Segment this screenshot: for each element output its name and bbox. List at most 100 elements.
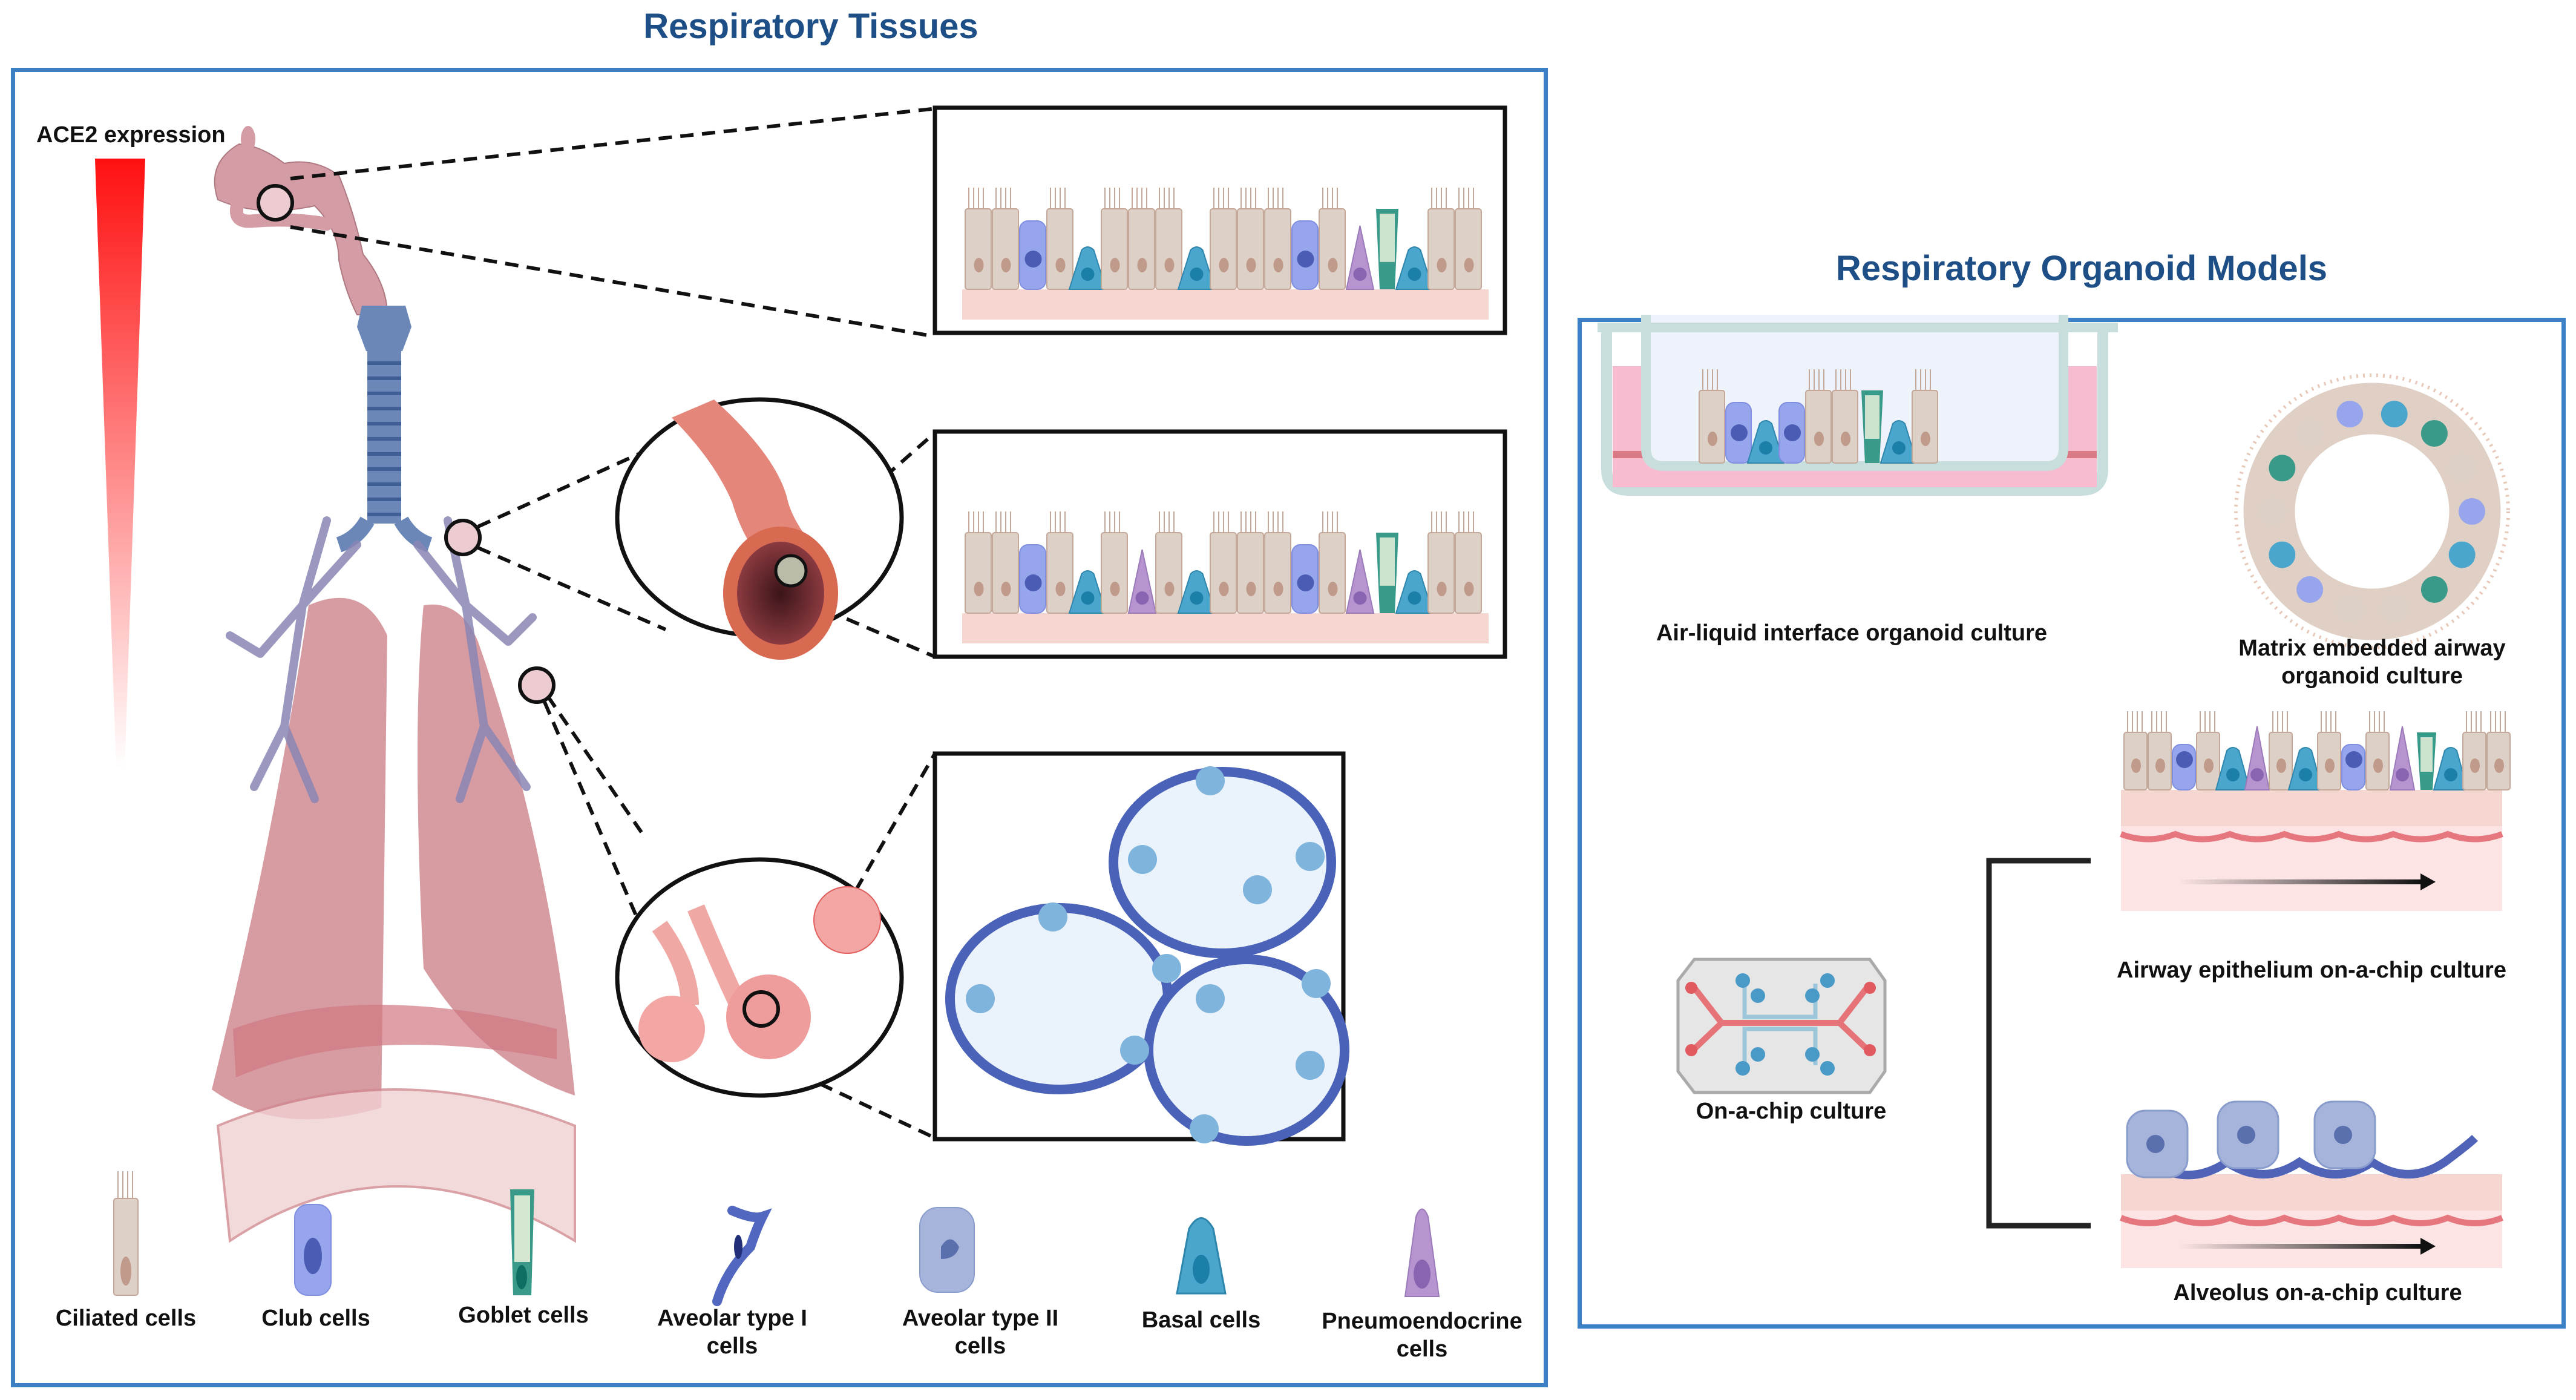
ali-culture-label: Air-liquid interface organoid culture <box>1656 620 2048 646</box>
epithelial-cell-c <box>1237 188 1264 290</box>
matrix-label-line2: organoid culture <box>2281 663 2463 689</box>
epithelial-cell-b <box>1177 246 1216 290</box>
epithelial-cell-c <box>1805 369 1832 464</box>
organoid-cell-basal <box>2381 401 2408 428</box>
organoid-cell-c <box>2296 419 2324 447</box>
legend-label-line1: Basal cells <box>1141 1307 1261 1333</box>
legend-label-line1: Pneumoendocrine <box>1322 1309 1522 1334</box>
epithelial-cell-p <box>1345 225 1375 290</box>
organoid-cell-goblet <box>2269 455 2296 482</box>
epithelial-cell-c <box>1319 511 1346 614</box>
epithelial-cell-c <box>1832 369 1858 464</box>
epithelial-cell-c <box>2317 711 2341 790</box>
epithelial-cell-c <box>2462 711 2486 790</box>
alveolus-chip-label: Alveolus on-a-chip culture <box>2173 1280 2462 1306</box>
epithelial-cell-c <box>1427 188 1455 290</box>
legend-label-line2: cells <box>1396 1336 1448 1362</box>
legend-label-line1: Aveolar type I <box>657 1306 807 1331</box>
epithelial-cell-p <box>2244 726 2270 790</box>
epithelial-cell-b <box>1068 570 1107 614</box>
epithelial-cell-c <box>1455 188 1482 290</box>
epithelial-cell-c <box>965 188 992 290</box>
legend-label-line1: Aveolar type II <box>902 1306 1059 1331</box>
epithelial-cell-k <box>1291 544 1319 614</box>
epithelial-cell-g <box>1376 533 1398 613</box>
legend-label-alveolar-type-2: Aveolar type II cells <box>890 1304 1071 1360</box>
epithelial-cell-c <box>1427 511 1455 614</box>
matrix-organoid-illustration <box>2234 373 2510 649</box>
epithelial-cell-c <box>1264 511 1291 614</box>
epithelial-cell-c <box>1455 511 1482 614</box>
epithelial-cell-b <box>1068 246 1107 290</box>
epithelial-cell-c <box>1699 369 1725 464</box>
respiratory-tissues-panel <box>11 68 1548 1387</box>
epithelial-cell-c <box>1101 511 1128 614</box>
trachea-illustration <box>336 306 433 553</box>
epithelial-cell-b <box>1880 420 1918 464</box>
club-cell-icon <box>294 1204 332 1296</box>
alveolar-type-2-cell-icon <box>919 1207 975 1293</box>
bronchial-epithelium-box <box>932 429 1507 659</box>
basal-cell-icon <box>1176 1217 1227 1295</box>
epithelial-cell-k <box>1019 220 1046 290</box>
organoid-cell-club <box>2459 498 2485 525</box>
matrix-label-line1: Matrix embedded airway <box>2238 636 2506 661</box>
alveoli-box <box>932 751 1349 1146</box>
airway-chip-illustration <box>2120 711 2511 911</box>
epithelial-cell-c <box>2123 711 2148 790</box>
organoid-models-panel <box>1578 318 2566 1329</box>
epithelial-cell-k <box>1019 544 1046 614</box>
respiratory-tissues-title: Respiratory Tissues <box>643 7 978 46</box>
legend-label-goblet: Goblet cells <box>436 1301 611 1329</box>
epithelial-cell-c <box>2196 711 2220 790</box>
cell-legend-icons <box>113 1171 1440 1306</box>
epithelial-cell-c <box>1046 511 1073 614</box>
epithelial-cell-c <box>1237 511 1264 614</box>
organoid-cell-basal <box>2448 541 2476 568</box>
organoid-cell-goblet <box>2420 576 2448 603</box>
ciliated-cell-icon <box>113 1171 139 1296</box>
legend-label-club: Club cells <box>237 1304 395 1332</box>
organoid-cell-c <box>2259 498 2286 525</box>
epithelial-cell-b <box>2215 747 2251 790</box>
epithelial-cell-c <box>1128 188 1155 290</box>
upper-airway-illustration <box>214 126 388 315</box>
legend-label-alveolar-type-1: Aveolar type I cells <box>641 1304 823 1360</box>
organoid-cell-c <box>2336 595 2364 622</box>
epithelial-cell-c <box>2365 711 2390 790</box>
legend-label-line2: cells <box>954 1333 1006 1359</box>
organoid-cell-club <box>2336 401 2364 428</box>
goblet-cell-icon <box>510 1189 534 1295</box>
epithelial-cell-b <box>2287 747 2324 790</box>
ace2-gradient-wedge <box>95 159 145 769</box>
legend-label-line1: Ciliated cells <box>55 1306 197 1331</box>
epithelial-cell-p <box>2389 726 2416 790</box>
organoid-cell-goblet <box>2420 419 2448 447</box>
epithelial-cell-b <box>1746 420 1785 464</box>
epithelial-cell-g <box>2417 732 2436 790</box>
epithelial-cell-c <box>1155 188 1182 290</box>
epithelial-cell-k <box>2172 744 2196 790</box>
epithelial-cell-c <box>1264 188 1291 290</box>
epithelial-cell-c <box>1155 511 1182 614</box>
organoid-cell-club <box>2296 576 2324 603</box>
alveolus-chip-illustration <box>2120 1100 2503 1268</box>
legend-label-line1: Club cells <box>261 1306 370 1331</box>
epithelial-cell-c <box>992 511 1019 614</box>
epithelial-cell-g <box>1861 390 1883 463</box>
ace2-expression-label: ACE2 expression <box>36 122 226 148</box>
organoid-cell-c <box>2448 455 2476 482</box>
alveoli-magnifier <box>615 857 904 1098</box>
chip-culture-label: On-a-chip culture <box>1696 1099 1887 1124</box>
epithelial-cell-c <box>1046 188 1073 290</box>
epithelial-cell-c <box>965 511 992 614</box>
alveoli-zoom-circle <box>518 666 556 704</box>
legend-label-basal: Basal cells <box>1126 1306 1277 1334</box>
epithelial-cell-k <box>1725 402 1752 464</box>
lungs-illustration <box>212 516 576 1243</box>
epithelial-cell-k <box>1291 220 1319 290</box>
epithelial-cell-b <box>1395 246 1434 290</box>
epithelial-cell-b <box>2433 747 2469 790</box>
epithelial-cell-c <box>1101 188 1128 290</box>
